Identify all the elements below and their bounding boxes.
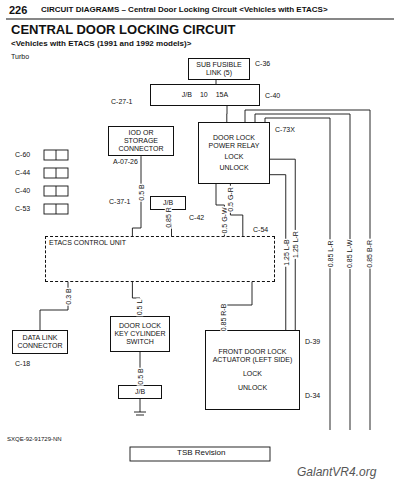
component-label: IOD OR STORAGE CONNECTOR: [112, 129, 170, 153]
component-box: DOOR LOCK KEY CYLINDER SWITCH: [110, 316, 170, 352]
component-label: DOOR LOCK KEY CYLINDER SWITCH: [114, 322, 166, 346]
text-label: 0.85 L-W: [346, 239, 354, 269]
text-label: D-39: [304, 338, 321, 346]
component-label: DATA LINK CONNECTOR: [16, 334, 64, 350]
component-label: 15A: [216, 91, 228, 99]
wire-color: 0.3 B: [64, 287, 71, 305]
text-label: D-34: [304, 392, 321, 400]
component-box: FRONT DOOR LOCK ACTUATOR (LEFT SIDE) LOCK…: [205, 330, 300, 410]
text-label: C-27-1: [110, 98, 133, 106]
component-box: J/B 10 15A: [150, 84, 260, 106]
diagram-title: CENTRAL DOOR LOCKING CIRCUIT: [10, 23, 236, 37]
component-label: J/B: [135, 388, 145, 396]
component-box: IOD OR STORAGE CONNECTOR: [108, 126, 174, 156]
wire-color: 0.5 B: [136, 367, 143, 385]
text-label: C-73X: [274, 126, 296, 134]
text-label: C-54: [252, 226, 269, 234]
component-box: DOOR LOCK POWER RELAY LOCK UNLOCK: [198, 122, 270, 184]
wire: [224, 282, 252, 330]
wire-color: 0.5 L: [136, 298, 143, 316]
component-label: J/B: [182, 91, 192, 99]
text-label: 0.85 L-R: [326, 239, 334, 268]
wire-color: 1.25 L-R: [292, 230, 299, 259]
text-label: GalantVR4.org: [296, 466, 377, 479]
text-label: C-40: [14, 187, 31, 195]
text-label: 0.85 B-R: [366, 239, 374, 269]
component-label: SUB FUSIBLE LINK (5): [192, 61, 246, 77]
text-label: C-18: [14, 360, 31, 368]
wire-color: 0.85 R-B: [221, 303, 228, 333]
text-label: C-37-1: [108, 198, 131, 206]
component-label: DOOR LOCK POWER RELAY: [202, 134, 266, 150]
component-box: DATA LINK CONNECTOR: [12, 330, 68, 354]
text-label: TSB Revision: [176, 449, 226, 458]
text-label: A-07-26: [112, 158, 139, 166]
text-label: CIRCUIT DIAGRAMS – Central Door Locking …: [40, 6, 329, 15]
component-label: 10: [200, 91, 208, 99]
component-box: ETACS CONTROL UNIT: [45, 236, 275, 282]
wire-color: 1.25 L-B: [282, 238, 289, 266]
component-box: SUB FUSIBLE LINK (5): [188, 58, 250, 80]
text-label: 226: [8, 4, 28, 16]
text-label: SXQE-92-91729-NN: [6, 436, 63, 443]
component-label: LOCK: [243, 370, 262, 378]
component-label: LOCK: [224, 153, 243, 161]
component-label: ETACS CONTROL UNIT: [49, 239, 126, 247]
wire-color: 0.5 B: [137, 183, 144, 201]
text-label: C-42: [188, 214, 205, 222]
wire-color: 0.5 G-R: [227, 186, 234, 213]
text-label: Turbo: [10, 53, 30, 61]
text-label: C-44: [14, 169, 31, 177]
component-label: UNLOCK: [219, 164, 248, 172]
component-box: J/B: [118, 385, 162, 399]
wire-color: 0.85 R: [165, 206, 172, 229]
component-label: FRONT DOOR LOCK ACTUATOR (LEFT SIDE): [209, 348, 296, 364]
text-label: C-36: [254, 60, 271, 68]
text-label: C-40: [264, 92, 281, 100]
text-label: C-53: [14, 205, 31, 213]
text-label: C-60: [14, 151, 31, 159]
text-label: <Vehicles with ETACS (1991 and 1992 mode…: [10, 40, 192, 49]
wire: [226, 106, 227, 122]
component-label: UNLOCK: [238, 384, 267, 392]
